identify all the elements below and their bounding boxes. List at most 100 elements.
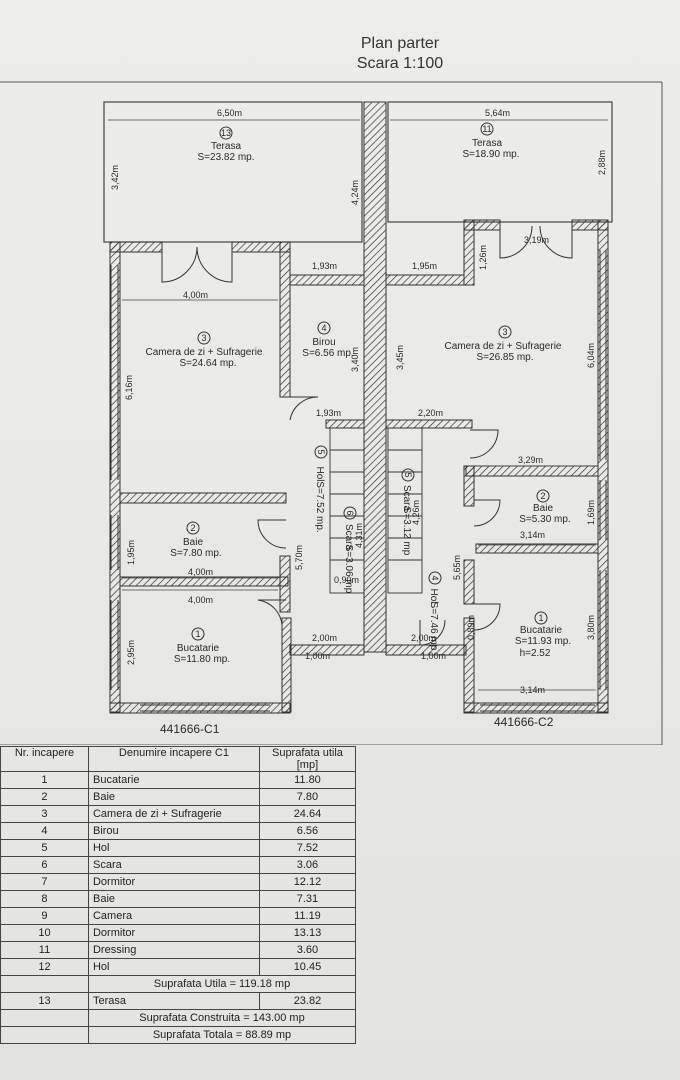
title-block: Plan parter Scara 1:100 <box>300 34 500 74</box>
room-table: Nr. incapere Denumire incapere C1 Supraf… <box>0 746 360 1044</box>
room-number: 4 <box>430 575 440 580</box>
cell-area: 11.19 <box>258 907 357 925</box>
room-name: Birou <box>312 337 335 348</box>
room-name: Camera de zi + Sufragerie <box>145 347 262 358</box>
room-area: S=3.06 mp <box>343 545 354 594</box>
dim-label: 2,20m <box>418 408 443 418</box>
dim-label: 3,19m <box>524 235 549 245</box>
room-area: S=26.85 mp. <box>477 352 534 363</box>
dim-label: 5,70m <box>294 545 304 570</box>
cell-name: Dormitor <box>87 924 260 942</box>
room-number: 6 <box>345 510 355 515</box>
room-area: S=23.82 mp. <box>198 152 255 163</box>
cell-area: 3.60 <box>258 941 357 959</box>
dim-label: 1,93m <box>316 408 341 418</box>
cell-area: 3.06 <box>258 856 357 874</box>
cell-nr: 10 <box>0 924 89 942</box>
room-area: S=11.80 mp. <box>174 654 230 665</box>
dim-label: 2,95m <box>126 640 136 665</box>
dim-label: 1,95m <box>412 261 437 271</box>
dim-label: 5,65m <box>452 555 462 580</box>
dim-label: 1,00m <box>421 651 446 661</box>
room-name: Scara <box>401 485 412 512</box>
room-area: S=7.80 mp. <box>170 548 221 559</box>
cell-nr: 7 <box>0 873 89 891</box>
room-name: Baie <box>533 503 553 514</box>
room-name: Hol <box>428 588 439 603</box>
suprafata-totala: Suprafata Totala = 88.89 mp <box>87 1026 357 1044</box>
cell-area: 7.31 <box>258 890 357 908</box>
room-number: 3 <box>502 327 507 337</box>
room-number: 3 <box>201 333 206 343</box>
suprafata-construita: Suprafata Construita = 143.00 mp <box>87 1009 357 1027</box>
cell-area: 23.82 <box>258 992 357 1010</box>
room-area: S=5.30 mp. <box>519 514 570 525</box>
dim-label: 4,26m <box>411 500 421 525</box>
dim-label: 2,00m <box>312 633 337 643</box>
room-name: Terasa <box>472 138 502 149</box>
dim-label: 1,95m <box>126 540 136 565</box>
dim-label: 6,04m <box>586 343 596 368</box>
cell-area: 7.80 <box>258 788 357 806</box>
room-number: 5 <box>403 472 413 477</box>
cell-nr: 5 <box>0 839 89 857</box>
suprafata-utila: Suprafata Utila = 119.18 mp <box>87 975 357 993</box>
dim-label: 6,50m <box>217 108 242 118</box>
dim-label: 4,00m <box>188 595 213 605</box>
room-area: S=11.93 mp. <box>515 636 571 647</box>
room-number: 2 <box>540 491 545 501</box>
cell-nr: 4 <box>0 822 89 840</box>
cell-name: Scara <box>87 856 260 874</box>
dimension-lines <box>108 119 608 691</box>
windows <box>110 250 607 712</box>
room-area: S=7.46 mp <box>428 602 439 651</box>
cell-name: Hol <box>87 839 260 857</box>
cell-nr: 8 <box>0 890 89 908</box>
dim-label: 1,93m <box>312 261 337 271</box>
room-name: Camera de zi + Sufragerie <box>444 341 561 352</box>
dim-label: 1,00m <box>305 651 330 661</box>
summary-empty-cell <box>0 975 89 993</box>
cell-area: 10.45 <box>258 958 357 976</box>
room-name: Baie <box>183 537 203 548</box>
room-number: 13 <box>221 128 231 138</box>
dim-label: 6,16m <box>124 375 134 400</box>
dim-label: 3,40m <box>350 347 360 372</box>
cell-name: Bucatarie <box>87 771 260 789</box>
cell-nr: 2 <box>0 788 89 806</box>
summary-empty-cell <box>0 1009 89 1027</box>
dim-label: 3,29m <box>518 455 543 465</box>
summary-empty-cell <box>0 1026 89 1044</box>
room-name: Terasa <box>211 141 241 152</box>
room-name: Scara <box>343 524 354 551</box>
plot-id-c2: 441666-C2 <box>494 715 554 729</box>
dim-label: 4,31m <box>354 523 364 548</box>
cell-area: 24.64 <box>258 805 357 823</box>
plot-id-c1: 441666-C1 <box>160 722 220 736</box>
cell-name: Hol <box>87 958 260 976</box>
cell-nr: 1 <box>0 771 89 789</box>
room-area: S=24.64 mp. <box>180 358 237 369</box>
room-number: 5 <box>316 449 326 454</box>
cell-name: Baie <box>87 890 260 908</box>
dim-label: 1,69m <box>586 500 596 525</box>
dim-label: 2,88m <box>597 150 607 175</box>
dim-label: 3,80m <box>586 615 596 640</box>
header-nr: Nr. incapere <box>0 746 89 772</box>
room-name: Bucatarie <box>177 643 220 654</box>
cell-name: Terasa <box>87 992 260 1010</box>
summary-row: Suprafata Construita = 143.00 mp <box>0 1009 357 1027</box>
room-labels-c2: 11 Terasa S=18.90 mp. 3 Camera de zi + S… <box>401 122 571 659</box>
floor-plan: 6,50m 5,64m 3,42m 4,24m 2,88m 3,19m 1,26… <box>0 81 663 745</box>
dim-label: 4,00m <box>188 567 213 577</box>
cell-area: 6.56 <box>258 822 357 840</box>
